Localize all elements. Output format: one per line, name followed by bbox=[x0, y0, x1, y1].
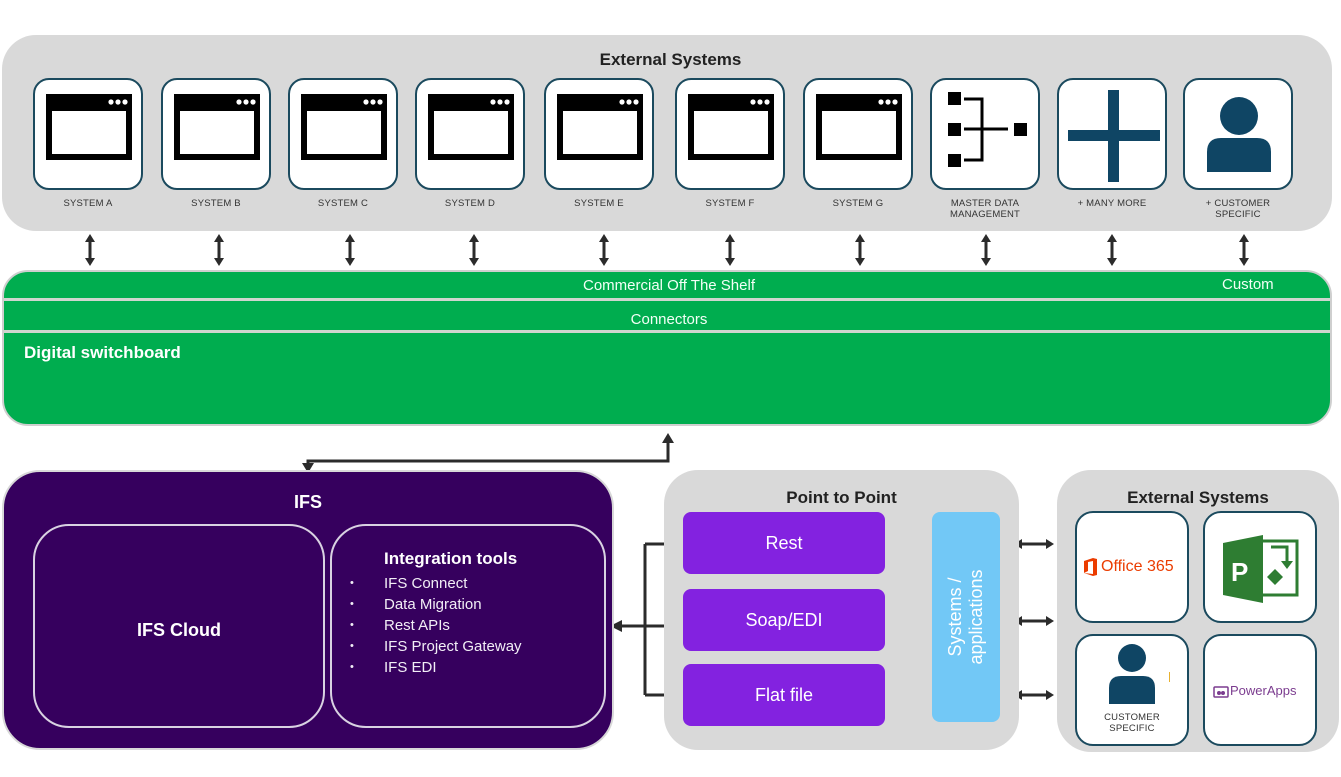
tile-powerapps: PowerApps bbox=[1203, 634, 1317, 746]
bidirectional-arrow bbox=[345, 234, 355, 266]
system-label: + MANY MORE bbox=[1077, 198, 1147, 209]
powerapps-icon bbox=[1213, 686, 1229, 698]
bidirectional-arrow bbox=[1239, 234, 1249, 266]
label-line1: CUSTOMER bbox=[1104, 712, 1160, 723]
system-label: SYSTEM E bbox=[574, 198, 624, 209]
system-label: SYSTEM A bbox=[63, 198, 113, 209]
bidirectional-arrow bbox=[1014, 690, 1054, 700]
bidirectional-arrow bbox=[981, 234, 991, 266]
app-window-icon bbox=[557, 94, 643, 160]
divider bbox=[4, 298, 1330, 301]
office365-icon bbox=[1084, 558, 1097, 576]
office365-label: Office 365 bbox=[1101, 558, 1174, 575]
tile-ms-project: P bbox=[1203, 511, 1317, 623]
digital-switchboard: Commercial Off The Shelf Custom Connecto… bbox=[2, 270, 1332, 426]
bidirectional-arrow bbox=[1107, 234, 1117, 266]
system-tile bbox=[803, 78, 913, 190]
app-window-icon bbox=[46, 94, 132, 160]
system-tile bbox=[930, 78, 1040, 190]
custom-label: Custom bbox=[1222, 276, 1274, 293]
system-label: SYSTEM B bbox=[191, 198, 241, 209]
cursor-mark bbox=[1169, 672, 1170, 682]
app-window-icon bbox=[428, 94, 514, 160]
arrowhead-down bbox=[302, 463, 314, 473]
person-icon bbox=[1207, 97, 1271, 172]
label-line2: MANAGEMENT bbox=[949, 209, 1021, 220]
system-tile bbox=[33, 78, 143, 190]
method-soap-edi: Soap/EDI bbox=[683, 589, 885, 651]
digital-switchboard-title: Digital switchboard bbox=[24, 343, 181, 362]
ifs-cloud-label: IFS Cloud bbox=[137, 620, 221, 640]
cots-label: Commercial Off The Shelf bbox=[582, 277, 755, 294]
bidirectional-arrow bbox=[214, 234, 224, 266]
powerapps-label: PowerApps bbox=[1230, 683, 1297, 698]
divider bbox=[4, 330, 1330, 333]
app-window-icon bbox=[688, 94, 774, 160]
arrowhead-up bbox=[662, 433, 674, 443]
label-line2: SPECIFIC bbox=[1109, 723, 1155, 734]
method-flat-file: Flat file bbox=[683, 664, 885, 726]
system-tile bbox=[544, 78, 654, 190]
system-tile bbox=[288, 78, 398, 190]
label-line2: SPECIFIC bbox=[1215, 209, 1261, 220]
bidirectional-arrow bbox=[85, 234, 95, 266]
bidirectional-arrow bbox=[469, 234, 479, 266]
plus-icon bbox=[1068, 90, 1160, 182]
bidirectional-arrow bbox=[599, 234, 609, 266]
ms-project-icon: P bbox=[1223, 535, 1299, 603]
bidirectional-arrow bbox=[1014, 616, 1054, 626]
system-label: SYSTEM C bbox=[317, 198, 369, 209]
person-icon bbox=[1109, 644, 1155, 704]
label-line1: MASTER DATA bbox=[950, 198, 1020, 209]
label-line1: + CUSTOMER bbox=[1205, 198, 1271, 209]
hierarchy-icon bbox=[948, 92, 1027, 167]
external-systems-title-top: External Systems bbox=[599, 50, 742, 69]
system-label: SYSTEM D bbox=[444, 198, 496, 209]
integration-tools-box: Integration tools IFS Connect Data Migra… bbox=[330, 524, 606, 728]
point-to-point-title: Point to Point bbox=[786, 488, 897, 507]
ifs-title: IFS bbox=[293, 492, 322, 512]
systems-applications-box: Systems / applications bbox=[932, 512, 1000, 722]
integration-item: Rest APIs bbox=[332, 615, 522, 636]
method-rest: Rest bbox=[683, 512, 885, 574]
system-tile bbox=[161, 78, 271, 190]
ifs-cloud-box: IFS Cloud bbox=[33, 524, 325, 728]
system-tile bbox=[1183, 78, 1293, 190]
system-tile bbox=[1057, 78, 1167, 190]
systems-applications-label: Systems / applications bbox=[945, 569, 987, 664]
bidirectional-arrow bbox=[725, 234, 735, 266]
ifs-panel: IFS IFS Cloud Integration tools IFS Conn… bbox=[2, 470, 614, 750]
external-systems-title-bottom: External Systems bbox=[1127, 488, 1269, 507]
svg-text:P: P bbox=[1231, 557, 1248, 587]
bidirectional-arrow bbox=[855, 234, 865, 266]
app-window-icon bbox=[174, 94, 260, 160]
integration-item: IFS Connect bbox=[332, 573, 522, 594]
app-window-icon bbox=[301, 94, 387, 160]
app-window-icon bbox=[816, 94, 902, 160]
integration-item: IFS EDI bbox=[332, 657, 522, 678]
systems-label-line2: applications bbox=[966, 569, 986, 665]
tile-customer-specific: CUSTOMER SPECIFIC bbox=[1075, 634, 1189, 746]
integration-item: IFS Project Gateway bbox=[332, 636, 522, 657]
integration-tools-title: Integration tools bbox=[384, 549, 518, 568]
switchboard-ifs-connector bbox=[306, 452, 670, 466]
bidirectional-arrow bbox=[1014, 539, 1054, 549]
system-label: SYSTEM F bbox=[705, 198, 755, 209]
integration-tools-list: IFS Connect Data Migration Rest APIs IFS… bbox=[332, 573, 522, 678]
integration-item: Data Migration bbox=[332, 594, 522, 615]
tile-office365: Office 365 bbox=[1075, 511, 1189, 623]
connectors-label: Connectors bbox=[630, 311, 708, 328]
system-tile bbox=[415, 78, 525, 190]
system-label: SYSTEM G bbox=[832, 198, 884, 209]
system-tile bbox=[675, 78, 785, 190]
customer-specific-label: CUSTOMER SPECIFIC bbox=[1069, 712, 1195, 734]
systems-label-line1: Systems / bbox=[945, 577, 965, 657]
